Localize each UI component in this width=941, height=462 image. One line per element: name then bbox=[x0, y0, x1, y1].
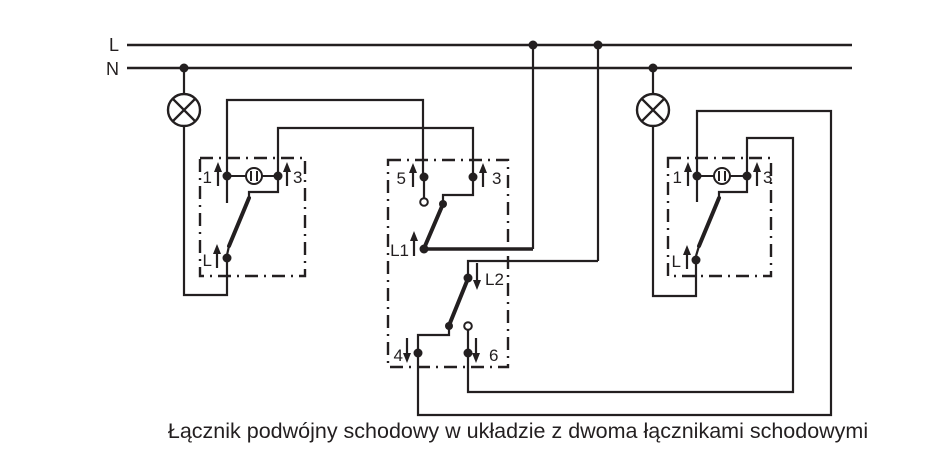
lever-pivot-dot-upper bbox=[439, 200, 447, 208]
terminal-label-3: 3 bbox=[763, 168, 772, 187]
wires bbox=[182, 45, 833, 417]
lamp-cross-icon bbox=[640, 97, 666, 123]
terminal-label-common: L bbox=[672, 252, 681, 271]
terminal-dot-1 bbox=[222, 171, 232, 181]
lamp-icon bbox=[166, 92, 202, 128]
arrow-up-terminal-3 bbox=[479, 163, 487, 187]
open-contact-5 bbox=[419, 197, 429, 207]
terminal-dot-3 bbox=[468, 172, 478, 182]
wire-traveller-6-3 bbox=[466, 136, 795, 394]
switch-lever bbox=[697, 196, 721, 248]
contact-3-link bbox=[717, 180, 749, 198]
lamp-icon bbox=[635, 92, 671, 128]
neutral-rail-label: N bbox=[106, 59, 119, 79]
glow-lamp-icon bbox=[713, 167, 731, 185]
terminal-label-3: 3 bbox=[492, 169, 501, 188]
terminal-label-3: 3 bbox=[293, 168, 302, 187]
arrow-down-terminal-l2 bbox=[473, 263, 481, 290]
switch-lever bbox=[227, 196, 251, 248]
terminal-label-4: 4 bbox=[394, 346, 403, 365]
junction-dot-l-feed1 bbox=[528, 40, 538, 50]
terminal-label-common: L bbox=[203, 251, 212, 270]
terminal-label-l2: L2 bbox=[485, 270, 504, 289]
lamp-cross-icon bbox=[171, 97, 197, 123]
switch-left: 1 3 L bbox=[198, 156, 307, 278]
lever-tail bbox=[225, 245, 231, 256]
switch-middle: 5 3 L1 L2 4 6 bbox=[386, 158, 510, 369]
terminal-label-l1: L1 bbox=[390, 241, 409, 260]
switch-right-enclosure bbox=[666, 156, 773, 278]
terminal-dot-l1 bbox=[419, 244, 429, 254]
lamp-left bbox=[166, 92, 202, 128]
wire-l2-horizontal bbox=[466, 259, 598, 278]
switch-right: 1 3 L bbox=[666, 156, 773, 278]
terminal-label-6: 6 bbox=[489, 346, 498, 365]
junction-dot-l-feed2 bbox=[593, 40, 603, 50]
wire-traveller-1-5 bbox=[225, 98, 425, 177]
contact-3-link bbox=[247, 180, 280, 198]
glow-lamp-electrodes bbox=[250, 171, 258, 181]
lamp-right bbox=[635, 92, 671, 128]
open-contact-6 bbox=[463, 321, 473, 331]
arrow-up-terminal-1 bbox=[214, 162, 222, 186]
switch-middle-enclosure bbox=[386, 158, 510, 369]
arrow-up-terminal-3 bbox=[753, 162, 761, 186]
junction-dot-n-left bbox=[179, 63, 189, 73]
terminal-dot-5 bbox=[419, 172, 429, 182]
switch-lever-upper bbox=[423, 202, 445, 248]
terminal-label-1: 1 bbox=[673, 168, 682, 187]
glow-lamp-icon bbox=[245, 167, 263, 185]
power-rails: L N bbox=[106, 35, 852, 79]
terminal-dot-6 bbox=[463, 348, 473, 358]
arrow-up-terminal-common bbox=[683, 245, 691, 269]
contact-4-link bbox=[416, 326, 451, 349]
live-rail-label: L bbox=[109, 35, 119, 55]
wire-traveller-3-3 bbox=[276, 126, 475, 177]
arrow-up-terminal-5 bbox=[409, 163, 417, 187]
terminal-dot-4 bbox=[413, 348, 423, 358]
terminal-dot-common bbox=[222, 253, 232, 263]
diagram-caption: Łącznik podwójny schodowy w układzie z d… bbox=[168, 419, 868, 443]
rail-junctions bbox=[179, 40, 658, 73]
terminal-label-5: 5 bbox=[397, 169, 406, 188]
arrow-up-terminal-1 bbox=[684, 162, 692, 186]
switch-lever-lower bbox=[448, 279, 469, 325]
glow-lamp-electrodes bbox=[718, 171, 726, 181]
terminal-dot-common bbox=[691, 255, 701, 265]
arrow-up-terminal-l1 bbox=[410, 231, 418, 256]
lever-tail bbox=[694, 245, 701, 257]
terminal-dot-3 bbox=[273, 171, 283, 181]
terminal-dot-1 bbox=[692, 171, 702, 181]
switch-left-enclosure bbox=[198, 156, 307, 278]
terminal-dot-l2 bbox=[463, 273, 473, 283]
arrow-down-terminal-4 bbox=[403, 338, 411, 363]
wire-traveller-4-1 bbox=[416, 109, 833, 417]
contact-3-link bbox=[441, 181, 475, 201]
terminal-dot-3 bbox=[742, 171, 752, 181]
arrow-down-terminal-6 bbox=[472, 338, 480, 363]
junction-dot-n-right bbox=[648, 63, 658, 73]
arrow-up-terminal-common bbox=[213, 244, 221, 268]
arrow-up-terminal-3 bbox=[283, 162, 291, 186]
terminal-label-1: 1 bbox=[203, 168, 212, 187]
